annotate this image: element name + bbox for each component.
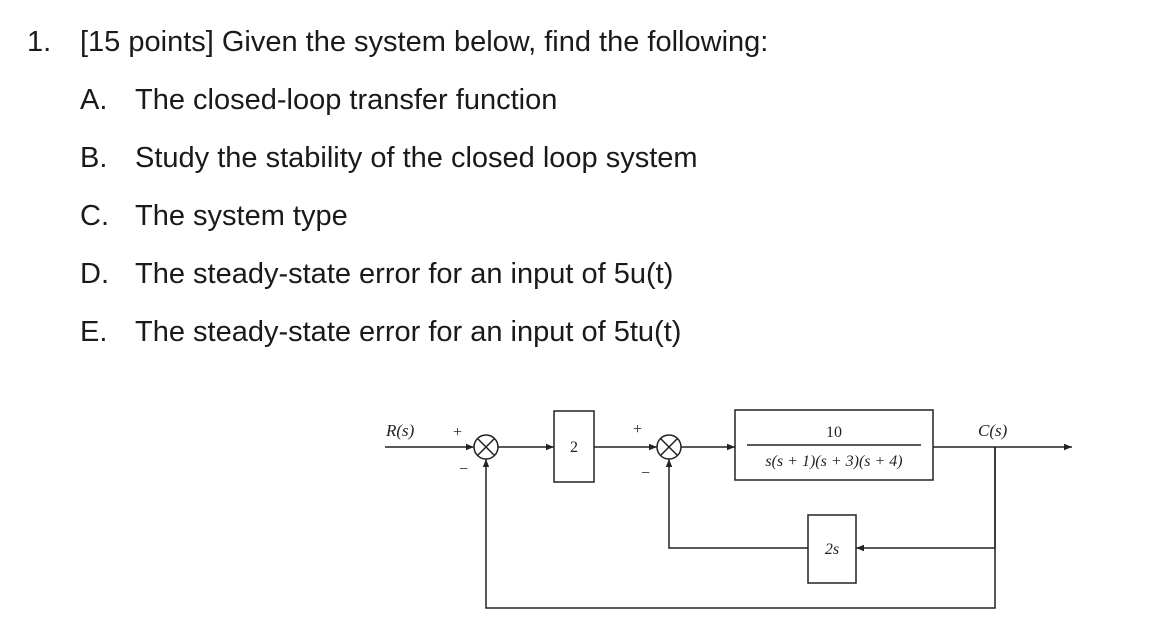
item-letter-d: D. [80,258,109,290]
item-text-e: The steady-state error for an input of 5… [135,316,682,348]
output-label: C(s) [978,421,1008,440]
item-letter-a: A. [80,84,108,116]
question-text: [15 points] Given the system below, find… [80,26,769,58]
plant-denominator: s(s + 1)(s + 3)(s + 4) [765,453,902,470]
summing-junction-2 [656,434,682,460]
item-text-d: The steady-state error for an input of 5… [135,258,674,290]
gain-block-label: 2 [570,439,578,456]
item-text-a: The closed-loop transfer function [135,84,558,116]
question-number: 1. [27,26,52,58]
item-letter-c: C. [80,200,109,232]
item-text-c: The system type [135,200,348,232]
junction2-minus-sign: − [641,465,650,482]
outer-feedback-line [482,447,996,609]
input-label: R(s) [385,421,415,440]
junction1-minus-sign: − [459,461,468,478]
junction2-plus-sign: + [633,421,642,438]
item-letter-e: E. [80,316,108,348]
item-text-b: Study the stability of the closed loop s… [135,142,698,174]
item-letter-b: B. [80,142,108,174]
feedback-block-label: 2s [825,541,839,558]
plant-numerator: 10 [826,424,842,441]
inner-feedback-return-line [665,459,808,549]
feedback-block [807,514,857,584]
junction1-plus-sign: + [453,424,462,441]
summing-junction-1 [473,434,499,460]
